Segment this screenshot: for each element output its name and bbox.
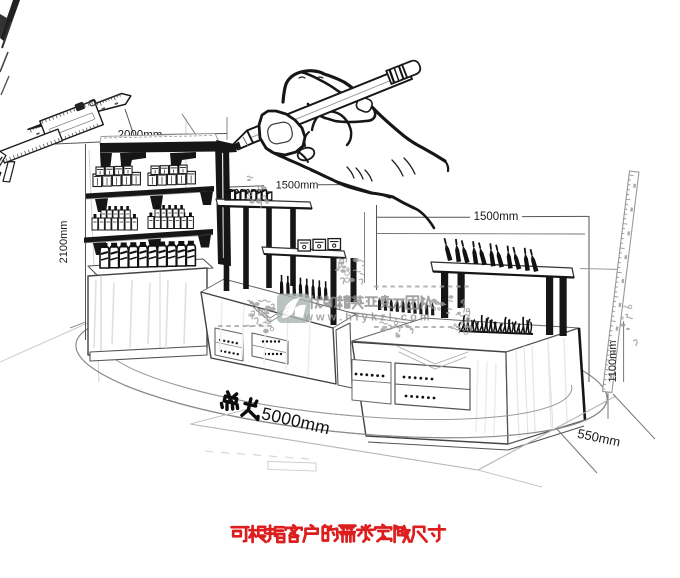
svg-text:1500mm: 1500mm bbox=[276, 180, 319, 192]
svg-text:w w w . h f y k z l . c o m: w w w . h f y k z l . c o m bbox=[303, 312, 430, 324]
svg-text:1500mm: 1500mm bbox=[474, 211, 519, 223]
svg-text:1100mm: 1100mm bbox=[607, 341, 619, 383]
svg-text:2100mm: 2100mm bbox=[58, 221, 70, 264]
